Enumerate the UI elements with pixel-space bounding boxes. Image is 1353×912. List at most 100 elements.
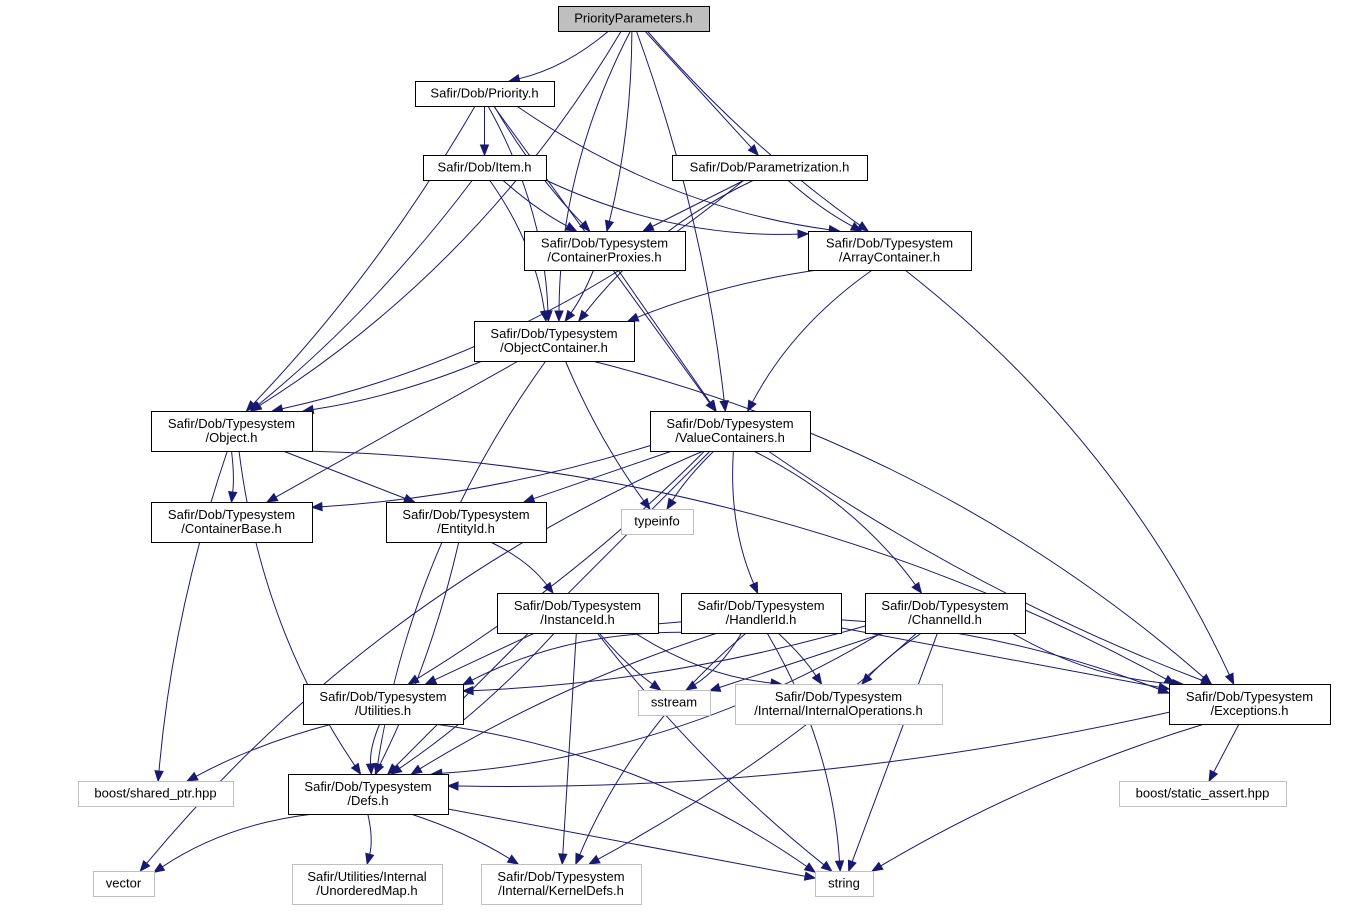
edge-line xyxy=(545,179,799,235)
edge-line xyxy=(753,450,916,586)
edge-root-to-parametrization xyxy=(644,30,760,156)
edge-channelid-to-kerneldefs xyxy=(588,632,918,865)
edges-layer xyxy=(139,30,1240,881)
edge-valuecontainers-to-entityid xyxy=(522,450,673,504)
node-utilities[interactable]: Safir/Dob/Typesystem/Utilities.h xyxy=(303,684,464,725)
node-box xyxy=(415,81,555,107)
edge-arraycontainer-to-exceptions xyxy=(904,269,1235,686)
arrowhead-icon xyxy=(577,309,589,323)
node-box xyxy=(497,593,659,634)
node-objectcontainer[interactable]: Safir/Dob/Typesystem/ObjectContainer.h xyxy=(474,321,635,362)
node-containerbase[interactable]: Safir/Dob/Typesystem/ContainerBase.h xyxy=(151,502,313,543)
node-label: /EntityId.h xyxy=(437,521,495,536)
edge-defs-to-unorderedmap xyxy=(365,813,375,866)
edge-exceptions-to-staticassert xyxy=(1208,723,1240,783)
arrowhead-icon xyxy=(152,862,166,874)
edge-line xyxy=(564,360,645,502)
edge-object-to-containerbase xyxy=(228,450,238,504)
node-object[interactable]: Safir/Dob/Typesystem/Object.h xyxy=(151,411,313,452)
edge-parametrization-to-arraycontainer xyxy=(787,179,863,232)
edge-object-to-exceptions xyxy=(306,450,1177,685)
edge-line xyxy=(719,632,885,688)
arrowhead-icon xyxy=(747,144,760,156)
arrowhead-icon xyxy=(706,399,717,413)
edge-priority-to-object xyxy=(245,105,476,412)
node-box xyxy=(474,321,635,362)
node-entityid[interactable]: Safir/Dob/Typesystem/EntityId.h xyxy=(386,502,547,543)
edge-utilities-to-defs xyxy=(365,723,381,776)
arrowhead-icon xyxy=(1208,769,1219,783)
edge-line xyxy=(313,360,483,410)
node-root[interactable]: PriorityParameters.h xyxy=(558,6,710,32)
edge-line xyxy=(441,632,882,774)
node-valuecontainers[interactable]: Safir/Dob/Typesystem/ValueContainers.h xyxy=(650,411,811,452)
arrowhead-icon xyxy=(389,764,403,775)
edge-line xyxy=(751,269,873,403)
edge-defs-to-string xyxy=(447,808,817,881)
node-item[interactable]: Safir/Dob/Item.h xyxy=(423,155,547,181)
node-priority[interactable]: Safir/Dob/Priority.h xyxy=(415,81,555,107)
edge-utilities-to-string xyxy=(434,723,817,873)
edge-line xyxy=(767,450,1203,681)
edge-parametrization-to-containerproxies xyxy=(642,179,745,232)
node-parametrization[interactable]: Safir/Dob/Parametrization.h xyxy=(672,155,868,181)
edge-containerproxies-to-objectcontainer xyxy=(564,269,595,323)
node-box xyxy=(1169,684,1331,725)
arrowhead-icon xyxy=(749,581,759,595)
node-label: Safir/Dob/Typesystem xyxy=(697,598,824,613)
edge-priority-to-objectcontainer xyxy=(487,105,553,323)
node-box xyxy=(524,231,686,271)
edge-line xyxy=(195,723,333,777)
node-label: boost/static_assert.hpp xyxy=(1136,786,1270,801)
node-handlerid[interactable]: Safir/Dob/Typesystem/HandlerId.h xyxy=(681,593,842,634)
node-string: string xyxy=(815,871,874,897)
node-instanceid[interactable]: Safir/Dob/Typesystem/InstanceId.h xyxy=(497,593,659,634)
edge-line xyxy=(851,632,938,862)
edge-line xyxy=(562,632,577,855)
edge-handlerid-to-exceptions xyxy=(840,627,1171,692)
node-label: Safir/Dob/Typesystem xyxy=(168,507,295,522)
edge-line xyxy=(777,632,817,676)
node-channelid[interactable]: Safir/Dob/Typesystem/ChannelId.h xyxy=(865,593,1026,634)
edge-item-to-object xyxy=(249,179,473,412)
arrowhead-icon xyxy=(747,399,757,413)
arrowhead-icon xyxy=(642,222,655,232)
node-box xyxy=(815,871,874,897)
node-label: /ValueContainers.h xyxy=(675,430,785,445)
edge-entityid-to-defs xyxy=(374,541,460,776)
arrowhead-icon xyxy=(249,400,262,412)
node-label: Safir/Dob/Typesystem xyxy=(319,689,446,704)
node-exceptions[interactable]: Safir/Dob/Typesystem/Exceptions.h xyxy=(1169,684,1331,725)
node-defs[interactable]: Safir/Dob/Typesystem/Defs.h xyxy=(288,774,449,815)
node-containerproxies[interactable]: Safir/Dob/Typesystem/ContainerProxies.h xyxy=(524,231,686,271)
edge-line xyxy=(158,450,228,772)
edge-valuecontainers-to-typeinfo xyxy=(666,450,715,511)
node-label: Safir/Utilities/Internal xyxy=(307,869,426,884)
edge-object-to-entityid xyxy=(282,450,416,503)
edge-root-to-arraycontainer xyxy=(646,30,870,232)
edge-line xyxy=(419,632,718,770)
edge-line xyxy=(321,445,651,508)
node-box xyxy=(151,411,313,452)
node-box xyxy=(558,6,710,32)
edge-arraycontainer-to-objectcontainer xyxy=(626,269,818,322)
node-label: sstream xyxy=(651,695,697,710)
edge-line xyxy=(634,632,772,684)
edge-utilities-to-sharedptr xyxy=(186,723,333,782)
node-label: vector xyxy=(106,876,142,891)
edge-line xyxy=(258,179,473,406)
edge-parametrization-to-object xyxy=(270,179,745,414)
node-label: Safir/Dob/Typesystem xyxy=(497,869,624,884)
edge-valuecontainers-to-exceptions xyxy=(767,450,1213,685)
node-arraycontainer[interactable]: Safir/Dob/Typesystem/ArrayContainer.h xyxy=(808,231,972,271)
edge-instanceid-to-sstream xyxy=(598,632,662,691)
node-box xyxy=(292,864,443,905)
edge-line xyxy=(518,30,610,80)
node-label: /Exceptions.h xyxy=(1210,703,1288,718)
arrowhead-icon xyxy=(461,675,475,686)
node-label: Safir/Dob/Typesystem xyxy=(490,326,617,341)
edge-line xyxy=(904,269,1230,676)
edge-line xyxy=(416,450,705,680)
edge-line xyxy=(694,632,743,686)
